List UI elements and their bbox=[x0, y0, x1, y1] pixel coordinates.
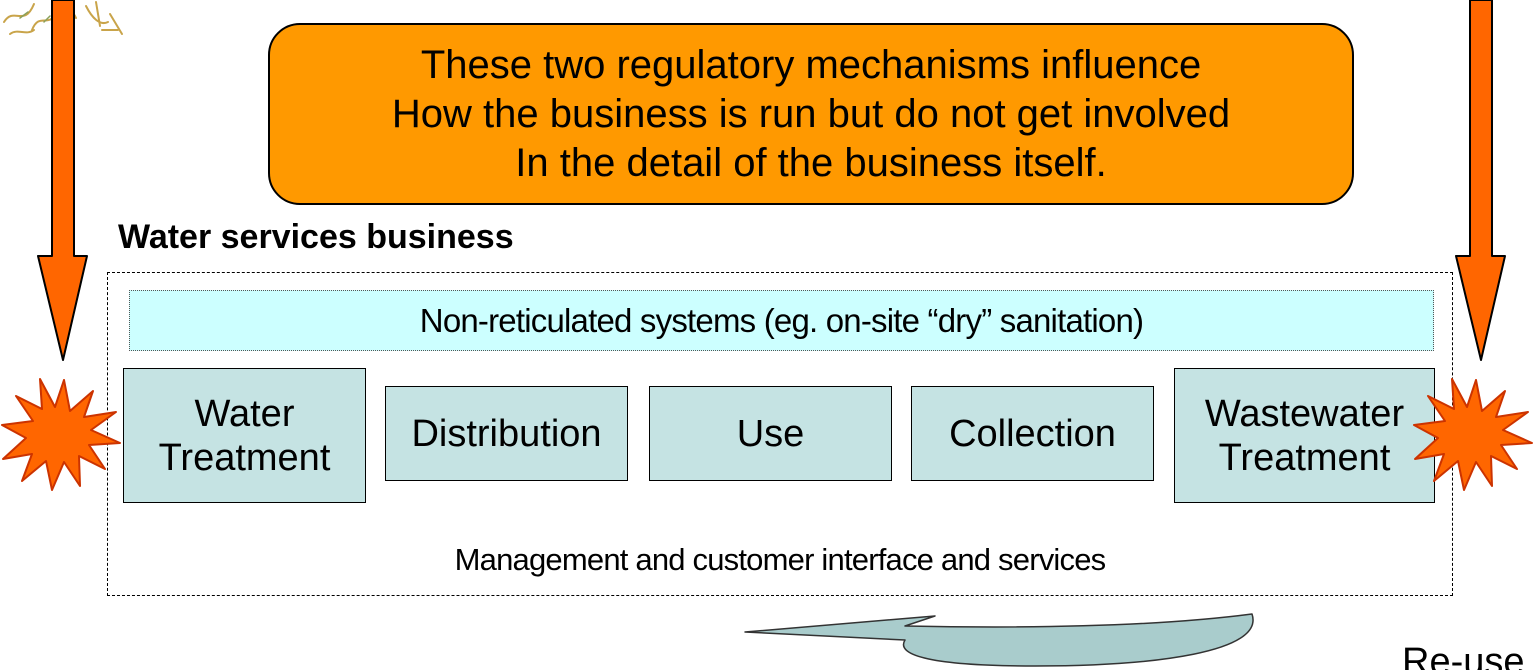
starburst-icon bbox=[1, 378, 121, 491]
stage-collection: Collection bbox=[911, 386, 1154, 481]
stage-water-treatment: Water Treatment bbox=[123, 368, 366, 503]
callout-line: How the business is run but do not get i… bbox=[391, 91, 1231, 136]
business-title: Water services business bbox=[118, 218, 514, 256]
regulation-callout: These two regulatory mechanisms influenc… bbox=[268, 23, 1354, 205]
left-down-arrow bbox=[37, 0, 88, 361]
band-label: Non-reticulated systems (eg. on-site “dr… bbox=[419, 301, 1144, 339]
stage-use: Use bbox=[649, 386, 892, 481]
starburst-icon bbox=[1413, 378, 1533, 491]
callout-line: These two regulatory mechanisms influenc… bbox=[420, 42, 1202, 87]
right-down-arrow bbox=[1455, 0, 1506, 361]
stage-label: Wastewater bbox=[1204, 392, 1405, 435]
stage-label: Distribution bbox=[411, 412, 602, 455]
stage-label: Use bbox=[736, 412, 805, 455]
stage-label: Treatment bbox=[1218, 436, 1391, 479]
reuse-label: Re-use bbox=[1402, 641, 1525, 670]
stage-wastewater-treatment: Wastewater Treatment bbox=[1174, 368, 1435, 503]
callout-line: In the detail of the business itself. bbox=[515, 140, 1107, 185]
stage-label: Treatment bbox=[158, 436, 331, 479]
stage-label: Water bbox=[194, 392, 295, 435]
stage-label: Collection bbox=[949, 412, 1116, 455]
management-label: Management and customer interface and se… bbox=[454, 542, 1107, 577]
non-reticulated-band: Non-reticulated systems (eg. on-site “dr… bbox=[129, 290, 1434, 351]
stage-distribution: Distribution bbox=[385, 386, 628, 481]
reuse-arrow bbox=[744, 613, 1254, 667]
